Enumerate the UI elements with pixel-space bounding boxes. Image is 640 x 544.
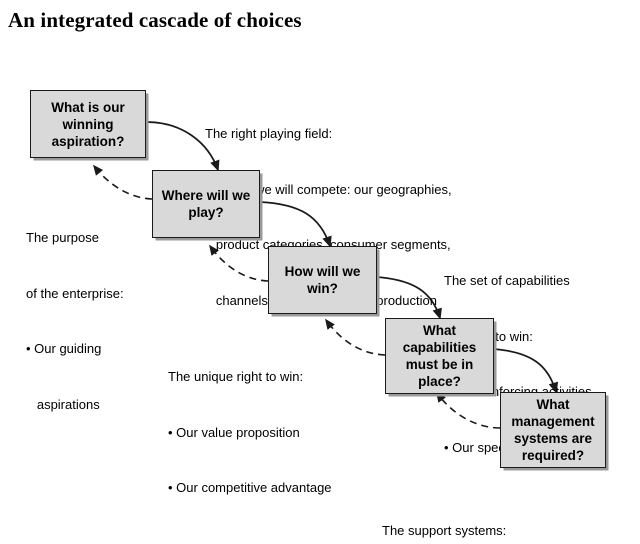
node-label: What is our winning aspiration? (51, 99, 125, 149)
node-label: How will we win? (284, 264, 361, 296)
cascade-feedback-arrow-5-4 (436, 391, 501, 429)
annotation-line: • Our value proposition (168, 424, 300, 440)
node-label: What management systems are required? (511, 397, 595, 463)
node-where-to-play[interactable]: Where will we play? (152, 170, 260, 238)
cascade-forward-arrow-1-2 (145, 121, 220, 172)
cascade-feedback-arrow-2-1 (93, 164, 153, 200)
annotation-line: aspirations (26, 396, 100, 412)
annotation-line: The unique right to win: (168, 369, 304, 384)
annotation-line: of the enterprise: (26, 285, 124, 301)
node-label: Where will we play? (161, 188, 251, 220)
node-label: What capabilities must be in place? (402, 323, 477, 389)
annotation-line: The set of capabilities (444, 273, 570, 288)
cascade-forward-arrow-4-5 (493, 348, 559, 394)
annotation-support-systems: The support systems: • Systems, structur… (382, 485, 594, 544)
annotation-line: The support systems: (382, 523, 507, 538)
cascade-feedback-arrow-3-2 (209, 244, 269, 282)
annotation-line: The right playing field: (205, 126, 333, 141)
annotation-line: • Our competitive advantage (168, 480, 332, 495)
annotation-unique-right-to-win: The unique right to win: • Our value pro… (168, 331, 332, 535)
node-capabilities[interactable]: What capabilities must be in place? (385, 318, 494, 394)
node-management-systems[interactable]: What management systems are required? (500, 392, 606, 468)
node-how-to-win[interactable]: How will we win? (268, 246, 377, 314)
annotation-purpose-of-enterprise: The purpose of the enterprise: • Our gui… (26, 192, 124, 451)
cascade-forward-arrow-2-3 (259, 201, 332, 248)
node-winning-aspiration[interactable]: What is our winning aspiration? (30, 90, 146, 158)
page-title: An integrated cascade of choices (8, 8, 302, 32)
annotation-line: The purpose (26, 230, 99, 245)
annotation-line: • Our guiding (26, 341, 102, 356)
cascade-feedback-arrow-4-3 (325, 318, 386, 356)
cascade-forward-arrow-3-4 (376, 276, 442, 320)
